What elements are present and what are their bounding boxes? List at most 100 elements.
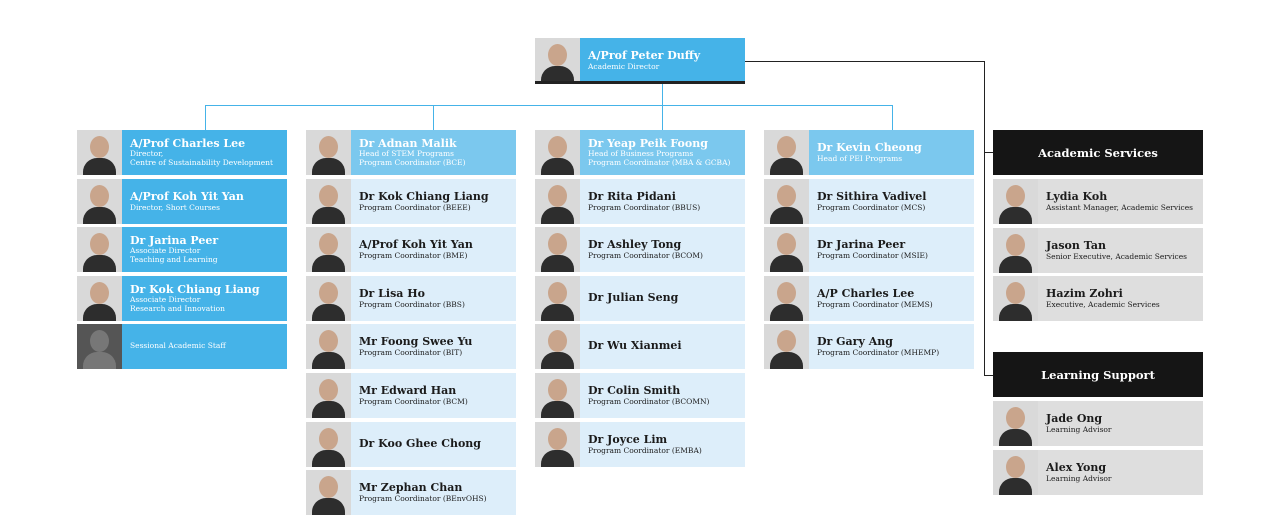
person-role: Associate Director Teaching and Learning: [130, 246, 218, 264]
person-role: Program Coordinator (EMBA): [588, 445, 702, 455]
avatar: [993, 450, 1038, 495]
person-name: Hazim Zohri: [1046, 286, 1123, 300]
person-name: Dr Ashley Tong: [588, 237, 682, 251]
person-card: Dr Julian Seng: [535, 276, 745, 321]
person-name: A/Prof Koh Yit Yan: [359, 237, 473, 251]
person-name: Mr Edward Han: [359, 383, 457, 397]
avatar: [535, 276, 580, 321]
connector-learning-support: [984, 375, 993, 376]
connector-right-v: [984, 61, 985, 375]
avatar: [993, 401, 1038, 446]
person-role: Head of PEI Programs: [817, 153, 903, 163]
person-role: Program Coordinator (MSIE): [817, 250, 928, 260]
avatar: [306, 130, 351, 175]
people-icon: [77, 324, 122, 369]
person-card: Dr Koo Ghee Chong: [306, 422, 516, 467]
avatar: [764, 324, 809, 369]
connector-col1: [205, 105, 206, 130]
person-role: Program Coordinator (MHEMP): [817, 347, 940, 357]
person-role: Program Coordinator (BBS): [359, 299, 465, 309]
avatar: [993, 179, 1038, 224]
person-name: Dr Rita Pidani: [588, 189, 676, 203]
connector-top-down: [662, 84, 663, 105]
person-role: Program Coordinator (BBUS): [588, 202, 701, 212]
person-name: A/P Charles Lee: [817, 286, 915, 300]
person-role: Learning Advisor: [1046, 424, 1112, 434]
learning-support-header: Learning Support: [993, 352, 1203, 397]
avatar: [77, 227, 122, 272]
person-role: Program Coordinator (BEnvOHS): [359, 493, 487, 503]
person-name: Dr Wu Xianmei: [588, 339, 682, 353]
person-name: A/Prof Koh Yit Yan: [130, 189, 244, 203]
avatar: [993, 228, 1038, 273]
director-underline: [535, 81, 745, 84]
connector-col2: [433, 105, 434, 130]
person-name: Dr Julian Seng: [588, 291, 679, 305]
avatar: [306, 276, 351, 321]
person-role: Learning Advisor: [1046, 473, 1112, 483]
person-name: Dr Kok Chiang Liang: [359, 189, 489, 203]
person-card: Sessional Academic Staff: [77, 324, 287, 369]
person-role: Head of Business Programs Program Coordi…: [588, 149, 731, 167]
avatar: [306, 422, 351, 467]
person-name: Mr Foong Swee Yu: [359, 334, 473, 348]
person-name: Mr Zephan Chan: [359, 480, 463, 494]
person-role: Head of STEM Programs Program Coordinato…: [359, 149, 466, 167]
person-role: Associate Director Research and Innovati…: [130, 295, 225, 313]
person-role: Academic Director: [588, 61, 660, 71]
avatar: [764, 179, 809, 224]
avatar: [535, 227, 580, 272]
person-name: Dr Colin Smith: [588, 383, 681, 397]
person-name: Dr Gary Ang: [817, 334, 893, 348]
person-name: Alex Yong: [1046, 460, 1107, 474]
person-role: Program Coordinator (BCM): [359, 396, 468, 406]
avatar: [764, 227, 809, 272]
person-card: Dr Wu Xianmei: [535, 324, 745, 369]
academic-services-header: Academic Services: [993, 130, 1203, 175]
person-role: Program Coordinator (BME): [359, 250, 468, 260]
avatar: [764, 276, 809, 321]
person-name: Dr Jarina Peer: [130, 233, 219, 247]
person-name: Dr Kevin Cheong: [817, 140, 922, 154]
person-role: Executive, Academic Services: [1046, 299, 1160, 309]
person-name: Lydia Koh: [1046, 189, 1108, 203]
avatar: [535, 422, 580, 467]
person-name: Dr Kok Chiang Liang: [130, 282, 260, 296]
person-name: Dr Koo Ghee Chong: [359, 437, 481, 451]
person-name: Dr Adnan Malik: [359, 136, 457, 150]
person-name: Jason Tan: [1046, 238, 1106, 252]
avatar: [306, 227, 351, 272]
avatar: [77, 179, 122, 224]
avatar: [77, 130, 122, 175]
person-role: Senior Executive, Academic Services: [1046, 251, 1188, 261]
person-role: Program Coordinator (BCOMN): [588, 396, 710, 406]
connector-right-h: [745, 61, 984, 62]
avatar: [306, 179, 351, 224]
avatar: [764, 130, 809, 175]
person-name: Dr Jarina Peer: [817, 237, 906, 251]
